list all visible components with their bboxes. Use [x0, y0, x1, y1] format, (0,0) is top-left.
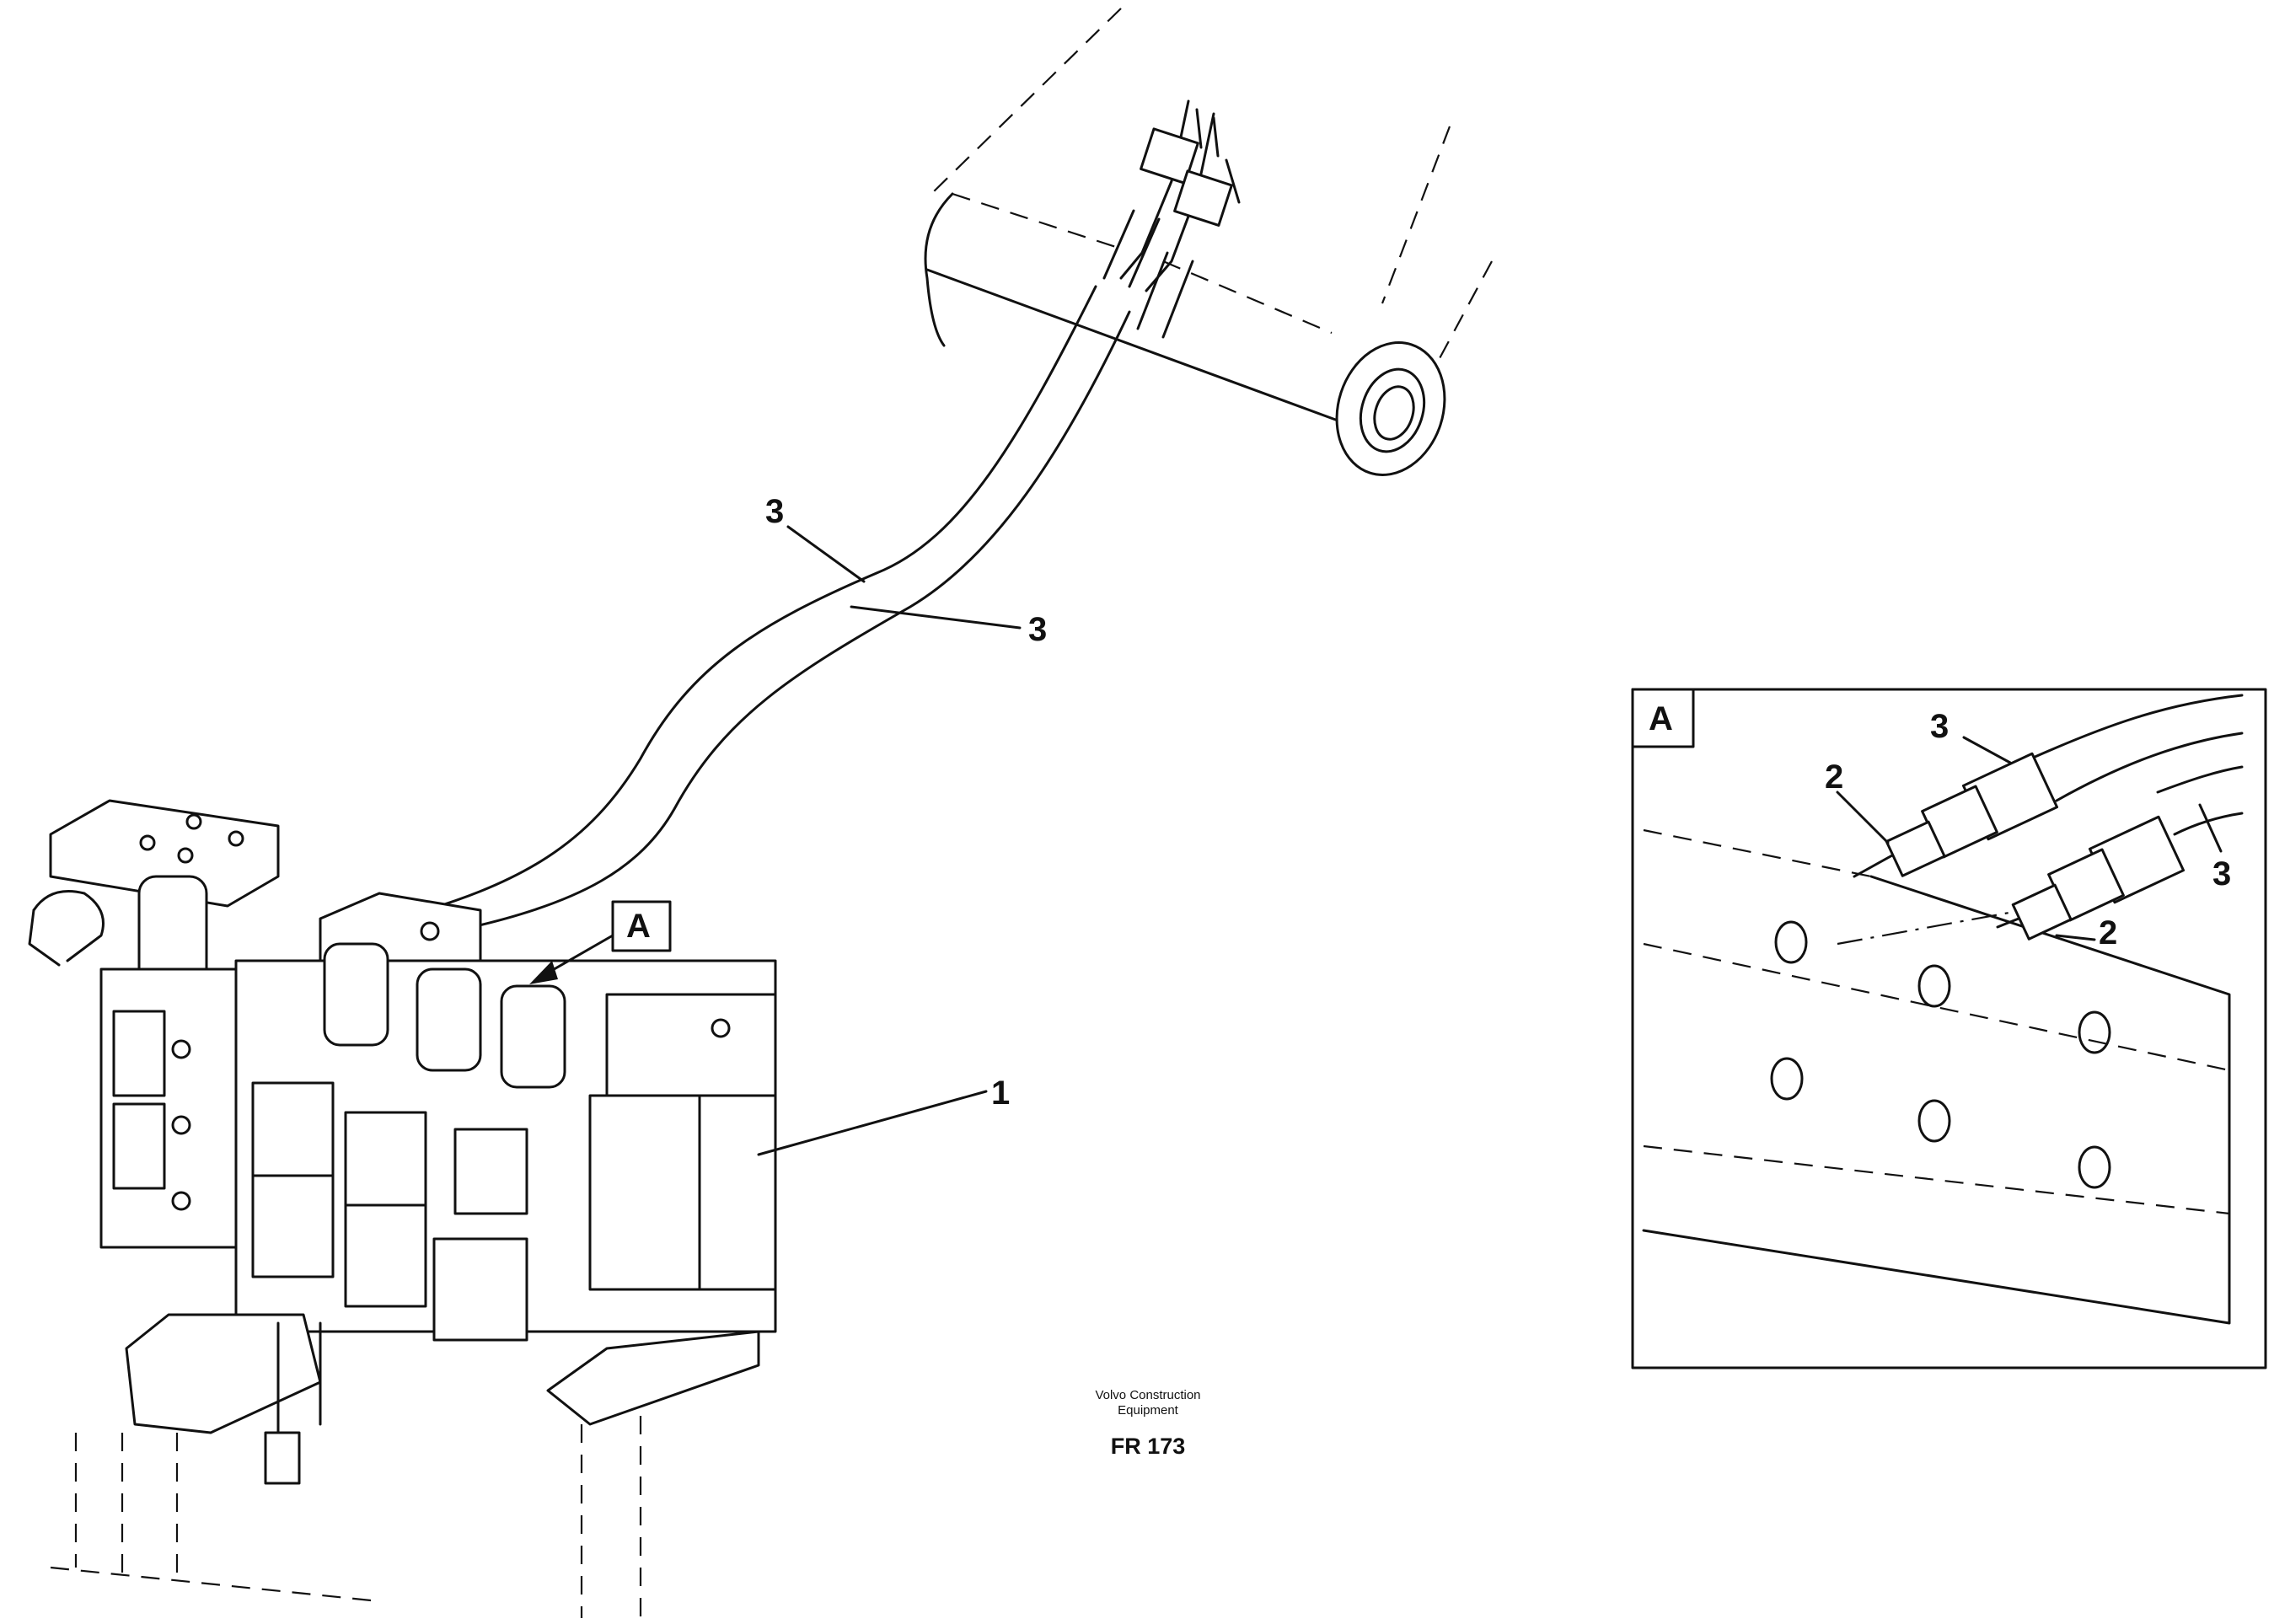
boom-cylinder [924, 8, 1493, 476]
callout-hose-upper: 3 [765, 493, 784, 530]
callout-valve-block: 1 [991, 1075, 1010, 1112]
detail-callout-nipple-right: 2 [2099, 914, 2117, 951]
detail-ref-label: A [626, 908, 651, 945]
cylinder-hose-fittings [1102, 99, 1241, 339]
main-callouts: 3 3 1 A [529, 493, 1047, 1156]
company-line-2: Equipment [1118, 1403, 1179, 1418]
detail-ref-box [611, 900, 672, 952]
detail-label: A [1649, 700, 1673, 737]
detail-callout-hose-left: 3 [1930, 708, 1949, 745]
callout-hose-lower: 3 [1028, 611, 1047, 648]
hydraulic-hoses [394, 285, 1131, 929]
footer: Volvo Construction Equipment FR 173 [1095, 1388, 1200, 1459]
valve-block [28, 799, 777, 1618]
drawing-code: FR 173 [1111, 1434, 1186, 1459]
detail-callout-hose-right: 3 [2212, 855, 2231, 892]
company-line-1: Volvo Construction [1095, 1388, 1200, 1402]
detail-a-inset: A 3 3 2 2 [1631, 688, 2267, 1369]
detail-callout-nipple-left: 2 [1825, 758, 1843, 796]
